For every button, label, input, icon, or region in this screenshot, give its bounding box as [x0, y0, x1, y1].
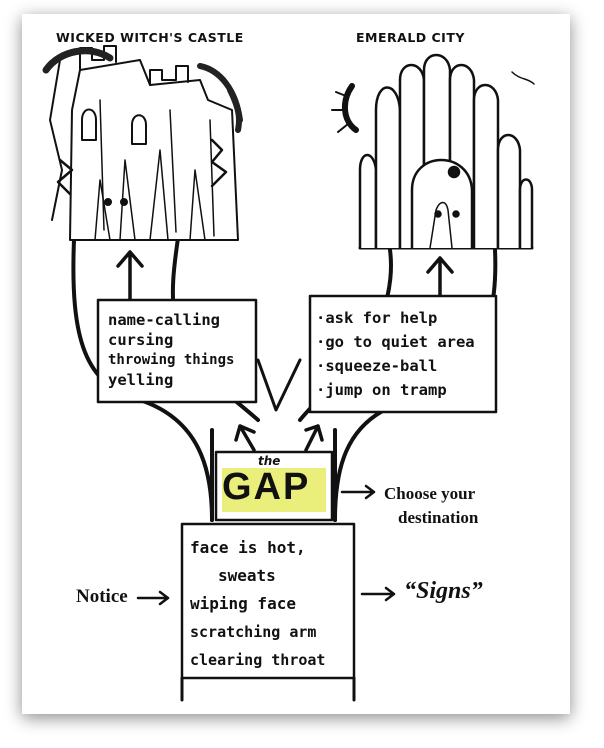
trunk-bottom — [180, 676, 356, 702]
list-item: ·jump on tramp — [316, 381, 447, 399]
list-item: yelling — [108, 371, 174, 389]
list-item: clearing throat — [190, 651, 326, 669]
list-item: face is hot, — [190, 538, 306, 557]
side-arrows — [136, 484, 396, 606]
gap-label: GAP — [222, 466, 311, 508]
destination-line-1: Choose your — [384, 484, 476, 503]
castle-title: WICKED WITCH'S CASTLE — [56, 30, 244, 45]
right-box-frame — [308, 294, 498, 414]
gap-small-label: the — [258, 454, 281, 468]
up-arrows — [116, 250, 454, 452]
left-box-list: name-calling cursing throwing things yel… — [108, 310, 234, 390]
notice-label: Notice — [76, 586, 128, 607]
gap-highlight — [222, 468, 326, 512]
trunk-box-frame — [180, 522, 356, 680]
list-item: ·squeeze-ball — [316, 357, 438, 375]
center-v — [256, 358, 302, 412]
emerald-city-drawing — [331, 53, 535, 250]
signs-label: “Signs” — [404, 578, 483, 604]
list-item: wiping face — [190, 594, 296, 613]
list-item: throwing things — [108, 352, 235, 368]
list-item: sweats — [218, 566, 276, 585]
list-item: ·ask for help — [316, 309, 438, 327]
list-item: ·go to quiet area — [316, 333, 475, 351]
list-item: name-calling — [108, 311, 220, 329]
destination-label: Choose your destination — [384, 482, 478, 530]
emerald-city-title: EMERALD CITY — [356, 30, 465, 45]
destination-line-2: destination — [398, 508, 479, 527]
castle-drawing — [42, 45, 243, 241]
left-box-frame — [96, 298, 258, 404]
trunk-box-list: face is hot, sweats wiping face scratchi… — [190, 534, 325, 674]
list-item: scratching arm — [190, 623, 317, 641]
list-item: cursing — [108, 331, 174, 349]
right-box-list: ·ask for help ·go to quiet area ·squeeze… — [316, 306, 475, 402]
